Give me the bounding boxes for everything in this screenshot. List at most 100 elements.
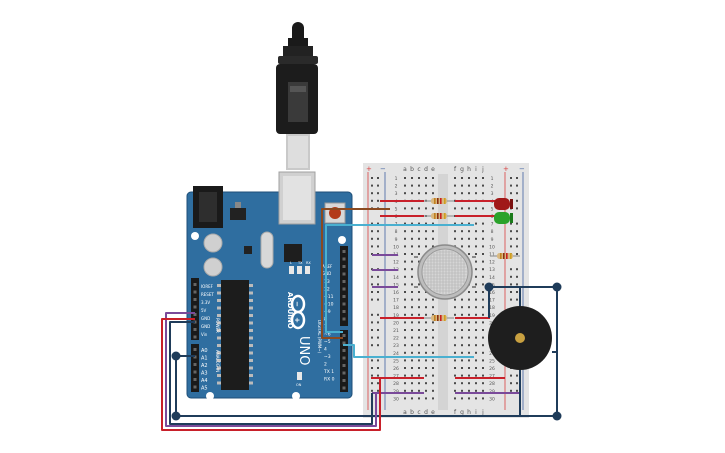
svg-text:−: − <box>519 165 525 173</box>
breadboard-row-label: 5 <box>395 206 398 212</box>
usb-plug-icon[interactable] <box>276 22 318 170</box>
breadboard-col-label: b <box>410 409 414 416</box>
breadboard-row-label: 26 <box>393 366 399 372</box>
atmega-chip <box>221 280 249 390</box>
breadboard-col-label: e <box>431 409 435 416</box>
analog-pin-label: A4 <box>201 378 208 384</box>
capacitor-2 <box>203 257 223 277</box>
breadboard-row-label: 3 <box>491 191 494 197</box>
breadboard-row-label: 11 <box>489 252 495 258</box>
breadboard-row-label: 29 <box>393 389 399 395</box>
breadboard-row-label: 1 <box>491 176 494 182</box>
svg-text:+: + <box>503 165 509 173</box>
breadboard-row-label: 18 <box>489 305 495 311</box>
breadboard-row-label: 27 <box>489 374 495 380</box>
digital-pin-label: ~10 <box>324 302 334 308</box>
breadboard-row-label: 10 <box>393 244 399 250</box>
breadboard-row-label: 14 <box>489 275 495 281</box>
breadboard-row-label: 9 <box>491 237 494 243</box>
breadboard-col-label: f <box>454 166 457 173</box>
breadboard-row-label: 13 <box>489 267 495 273</box>
breadboard-col-label: i <box>475 409 477 416</box>
breadboard-row-label: 2 <box>395 184 398 190</box>
breadboard-row-label: 19 <box>489 313 495 319</box>
svg-text:−: − <box>293 301 301 307</box>
led-red[interactable] <box>494 198 513 210</box>
breadboard-row-label: 8 <box>491 229 494 235</box>
breadboard-row-label: 17 <box>393 298 399 304</box>
breadboard-row-label: 16 <box>489 290 495 296</box>
digital-pin-label: TX 1 <box>323 369 334 375</box>
board-brand: ARDUINO <box>286 292 294 329</box>
breadboard-row-label: 21 <box>393 328 399 334</box>
breadboard-row-label: 7 <box>491 222 494 228</box>
breadboard-row-label: 8 <box>395 229 398 235</box>
svg-text:L: L <box>290 261 292 265</box>
breadboard-col-label: d <box>424 409 428 416</box>
breadboard-row-label: 30 <box>489 396 495 402</box>
voltage-regulator <box>230 208 246 220</box>
breadboard-col-label: a <box>403 166 407 173</box>
svg-text:GND: GND <box>201 316 210 321</box>
breadboard-row-label: 24 <box>393 351 399 357</box>
svg-text:+: + <box>293 317 301 323</box>
digital-pin-label: ~5 <box>324 339 331 345</box>
digital-pin-label: ~3 <box>324 354 331 360</box>
breadboard-col-label: a <box>403 409 407 416</box>
resistor[interactable] <box>424 198 520 321</box>
digital-pin-label: ~11 <box>324 294 334 300</box>
breadboard-col-label: h <box>467 166 471 173</box>
breadboard-row-label: 29 <box>489 389 495 395</box>
digital-pin-label: ~9 <box>324 309 331 315</box>
breadboard-row-label: 25 <box>393 358 399 364</box>
svg-text:Vin: Vin <box>201 332 208 337</box>
breadboard-row-label: 15 <box>393 282 399 288</box>
board-model: UNO <box>296 336 311 365</box>
digital-header-high[interactable] <box>340 246 348 326</box>
analog-pin-label: A5 <box>201 386 208 392</box>
svg-text:GND: GND <box>201 324 210 329</box>
breadboard-col-label: c <box>417 409 420 416</box>
svg-text:TX: TX <box>297 261 303 265</box>
breadboard-col-label: c <box>417 166 420 173</box>
breadboard-col-label: j <box>481 166 484 173</box>
crystal <box>260 231 274 269</box>
external-wires[interactable] <box>161 208 562 431</box>
breadboard-row-label: 22 <box>393 336 399 342</box>
breadboard-row-label: 25 <box>489 358 495 364</box>
breadboard-row-label: 19 <box>393 313 399 319</box>
svg-text:−: − <box>380 165 386 173</box>
led-green[interactable] <box>494 212 513 224</box>
breadboard-col-label: g <box>460 166 464 173</box>
breadboard-col-label: f <box>454 409 457 416</box>
breadboard-row-label: 12 <box>489 260 495 266</box>
digital-pin-label: RX 0 <box>324 377 335 383</box>
breadboard-row-label: 10 <box>489 244 495 250</box>
analog-header[interactable] <box>191 344 199 392</box>
svg-text:IOREF: IOREF <box>201 284 214 289</box>
breadboard-row-label: 18 <box>393 305 399 311</box>
breadboard-row-label: 27 <box>393 374 399 380</box>
breadboard-row-label: 16 <box>393 290 399 296</box>
breadboard-col-label: i <box>475 166 477 173</box>
analog-pin-label: A2 <box>201 363 208 369</box>
digital-header-low[interactable] <box>340 330 348 392</box>
power-header[interactable] <box>191 278 199 340</box>
digital-pin-label: 4 <box>324 347 327 353</box>
piezo-buzzer[interactable] <box>488 306 552 370</box>
breadboard-col-label: j <box>481 409 484 416</box>
breadboard-col-label: e <box>431 166 435 173</box>
svg-text:ON: ON <box>296 383 302 387</box>
gas-sensor[interactable] <box>414 244 476 300</box>
breadboard-row-label: 17 <box>489 298 495 304</box>
svg-text:3.3V: 3.3V <box>201 300 210 305</box>
usb-chip <box>284 244 302 262</box>
digital-pin-label: 2 <box>324 362 327 368</box>
breadboard-row-label: 14 <box>393 275 399 281</box>
breadboard-row-label: 1 <box>395 176 398 182</box>
svg-text:DIGITAL (PWM~): DIGITAL (PWM~) <box>317 320 322 354</box>
svg-text:ANALOG IN: ANALOG IN <box>215 350 220 372</box>
arduino-uno-board[interactable]: − + ARDUINO UNO IOREF RESET 3.3V 5V GND … <box>186 171 353 400</box>
breadboard-row-label: 30 <box>393 396 399 402</box>
